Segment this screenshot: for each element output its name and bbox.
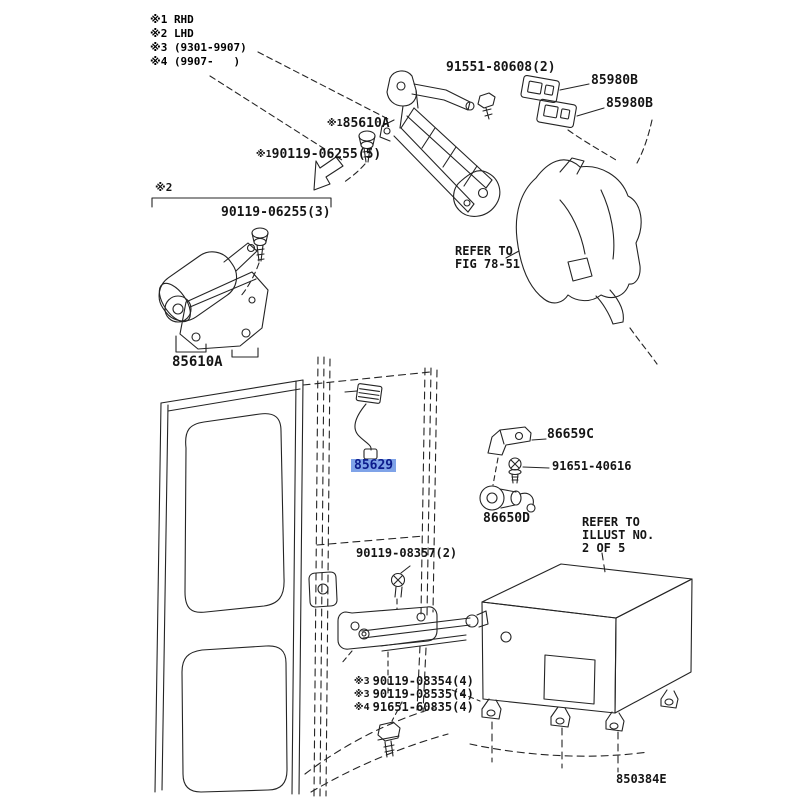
legend-item-rhd: ※1 RHD: [150, 13, 194, 26]
connector-85980b-drawing: [520, 74, 605, 129]
wiper-linkage-drawing: [337, 606, 489, 652]
part-number: 91651-60835(4): [372, 700, 474, 714]
note-refer-illust: REFER TO ILLUST NO. 2 OF 5: [582, 515, 655, 555]
part-label-91551-80608[interactable]: 91551-80608(2): [446, 60, 556, 75]
part-label-85980b-lower[interactable]: 85980B: [606, 96, 653, 111]
part-label-90119-06255-3[interactable]: 90119-06255(3): [221, 205, 331, 220]
part-label-85629[interactable]: 85629: [351, 459, 397, 472]
leader-dash-lines-bottom: [340, 650, 481, 722]
part-label-85610a-rhd[interactable]: ※185610A: [298, 104, 390, 143]
leader-dash-lines-top: [209, 51, 391, 184]
leader-dash-lines-cover: [567, 119, 658, 365]
section-marker-lhd: ※2: [155, 181, 173, 194]
variant-marker: ※4: [353, 702, 370, 713]
diagram-code: 850384E: [616, 772, 667, 786]
part-label-91651-40616[interactable]: 91651-40616: [552, 459, 632, 473]
screw-90119-08357-drawing: [390, 565, 411, 610]
part-label-85610a-lhd[interactable]: 85610A: [172, 354, 223, 370]
legend: ※1 RHD ※2 LHD ※3 (9301-9907) ※4 (9907- ): [150, 13, 247, 69]
bracket-85610a-rhd-drawing: [379, 70, 501, 217]
screw-91651-40616-drawing: [492, 457, 550, 486]
part-label-86659c[interactable]: 86659C: [547, 427, 594, 442]
variant-marker: ※3: [353, 676, 370, 687]
variant-marker: ※1: [255, 149, 272, 160]
legend-item-lhd: ※2 LHD: [150, 27, 194, 40]
direction-arrow-drawing: [313, 156, 344, 191]
part-number: 90119-06255(5): [271, 147, 382, 162]
variant-marker: ※3: [353, 689, 370, 700]
part-label-85980b-upper[interactable]: 85980B: [591, 73, 638, 88]
leader-dash-motor: [239, 262, 260, 298]
pillar-dash-lines: [302, 356, 449, 797]
door-frame-drawing: [154, 379, 304, 795]
part-label-86650d[interactable]: 86650D: [483, 511, 530, 526]
note-refer-fig: REFER TO FIG 78-51: [455, 244, 521, 271]
part-label-90119-08357[interactable]: 90119-08357(2): [356, 546, 458, 560]
part-number: 85610A: [342, 116, 390, 131]
bracket-86659c-drawing: [487, 426, 547, 456]
floor-dash-lines: [469, 552, 649, 773]
wiper-motor-box-drawing: [481, 563, 693, 732]
screw-90119-06255-5-drawing: [358, 130, 376, 163]
motor-85610a-drawing: [158, 242, 269, 358]
variant-marker: ※1: [326, 118, 343, 129]
grommet-86650d-drawing: [479, 485, 536, 513]
screw-91551-80608-drawing: [477, 92, 496, 120]
legend-item-9907: ※4 (9907- ): [150, 55, 241, 68]
part-number: 90119-08535(4): [372, 687, 474, 701]
screw-90119-06255-3-drawing: [251, 227, 269, 262]
screw-91651-60835-drawing: [377, 721, 401, 758]
part-number: 90119-08354(4): [372, 674, 474, 688]
part-label-90119-06255-5[interactable]: ※190119-06255(5): [227, 135, 381, 174]
section-lhd-bracket-line: [151, 197, 332, 208]
cover-refer-fig-drawing: [505, 157, 642, 325]
legend-item-9301-9907: ※3 (9301-9907): [150, 41, 247, 54]
door-pillar-bracket-drawing: [308, 571, 338, 608]
harness-85629-drawing: [344, 383, 383, 460]
